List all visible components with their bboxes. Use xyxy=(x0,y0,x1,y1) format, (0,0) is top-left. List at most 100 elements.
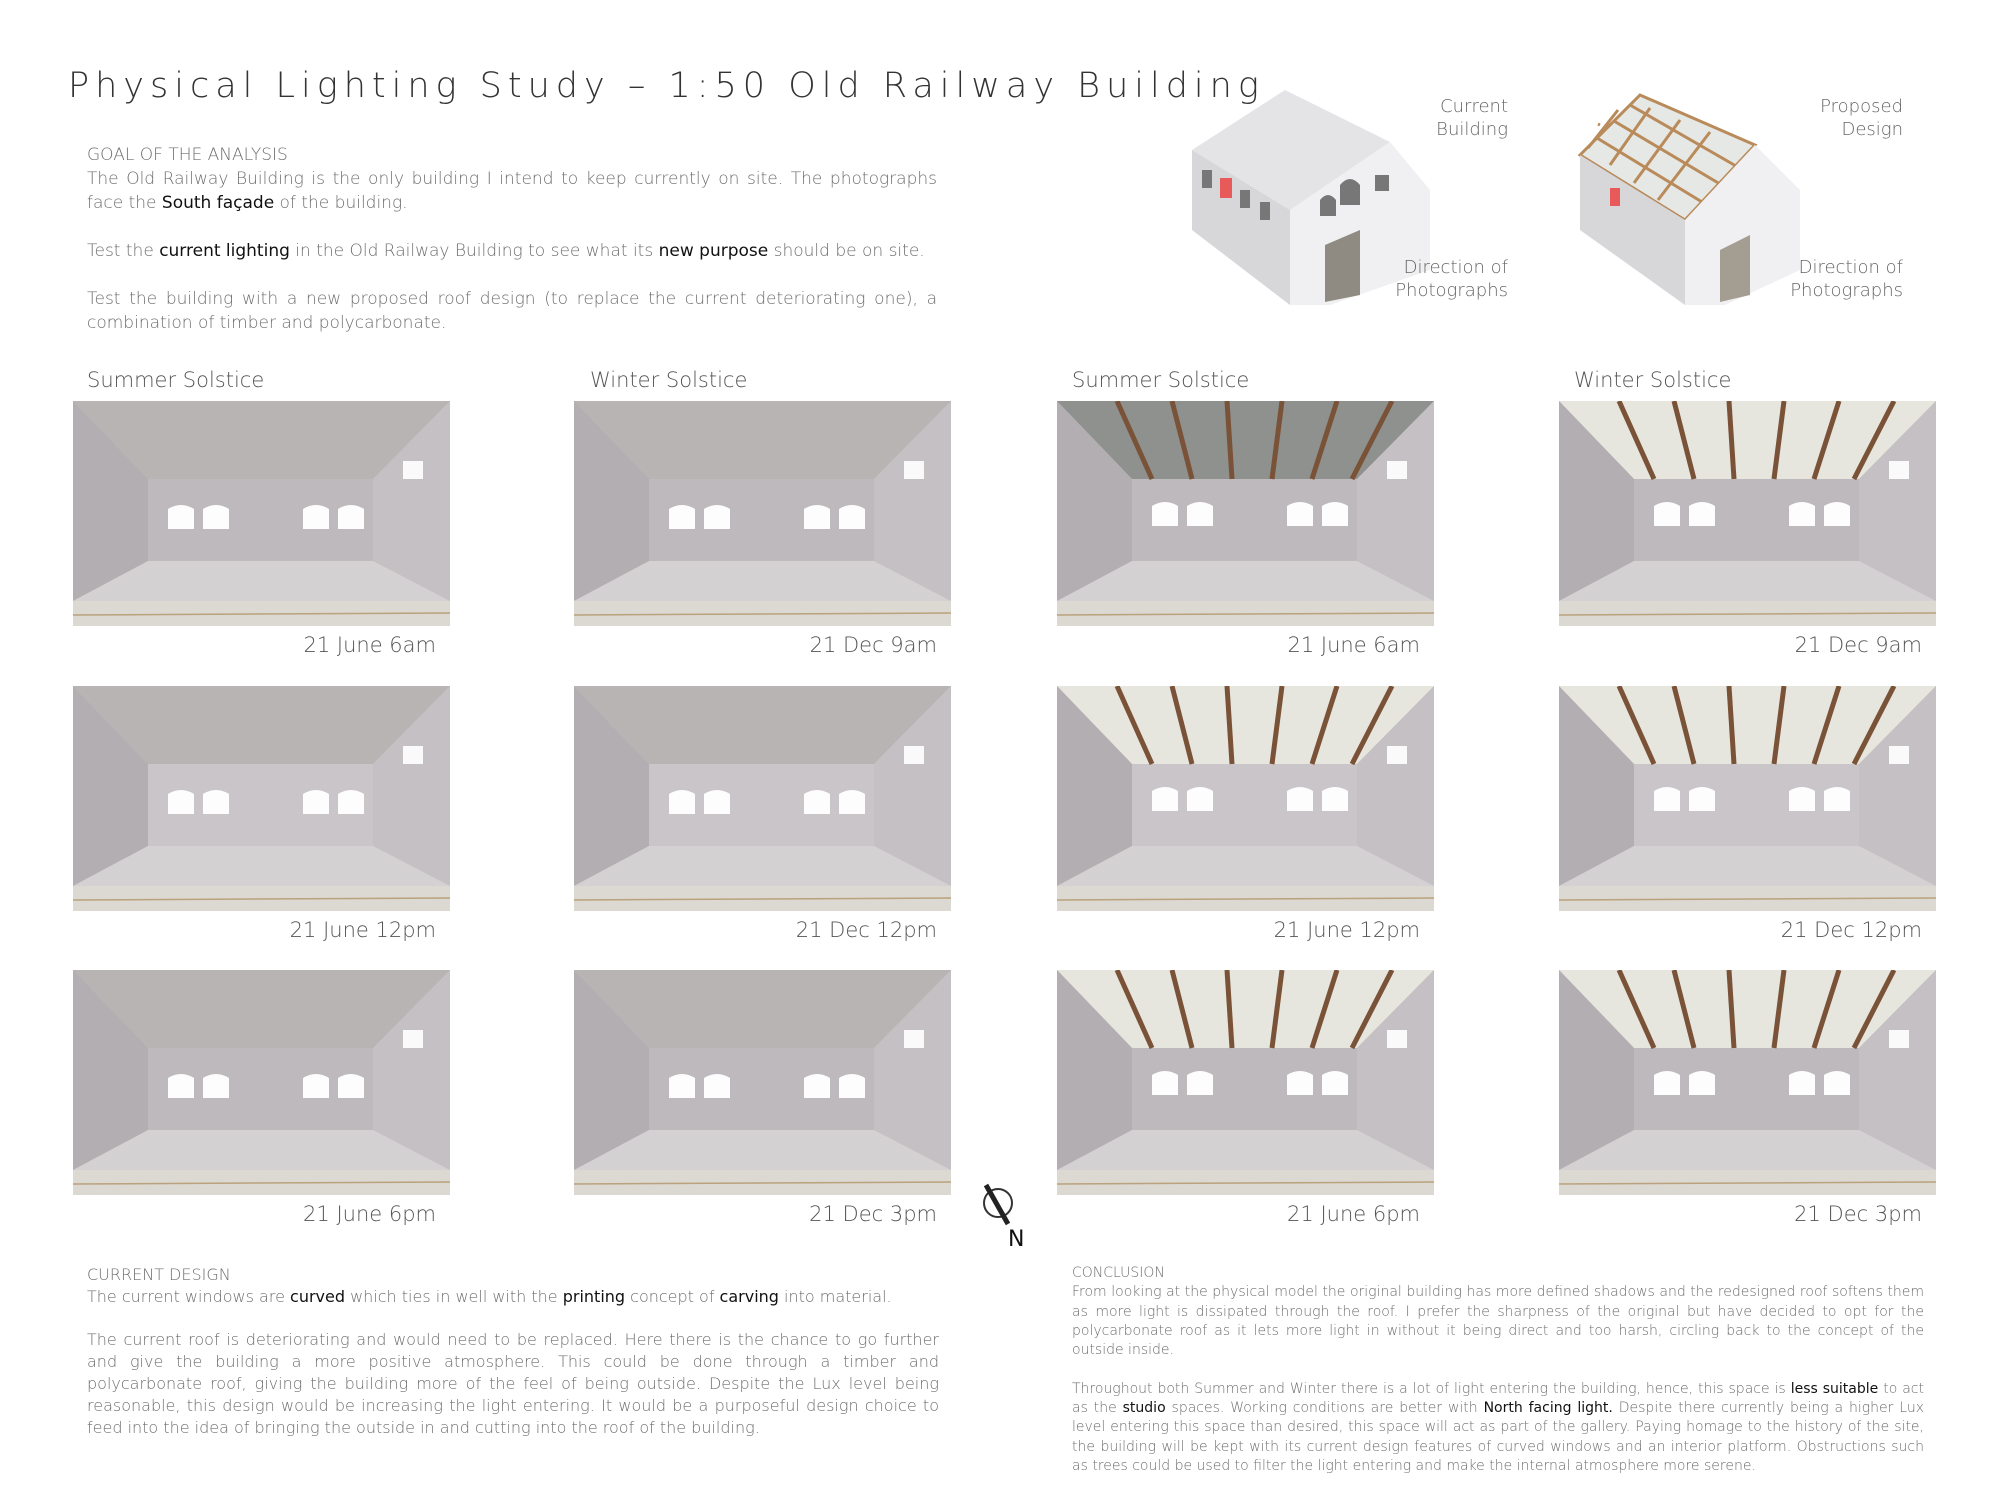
room-photo-image xyxy=(1559,401,1936,626)
side-window xyxy=(1387,746,1407,764)
conclusion-section: CONCLUSION From looking at the physical … xyxy=(1072,1264,1924,1496)
arched-window xyxy=(1824,1071,1850,1095)
timber-beam xyxy=(1309,970,1340,1049)
photo-caption: 21 June 12pm xyxy=(289,918,436,942)
floor xyxy=(574,561,951,601)
emphasis: carving xyxy=(719,1286,779,1306)
floor xyxy=(73,846,450,886)
photo-detail xyxy=(1057,897,1434,901)
arched-window xyxy=(704,790,730,814)
left-wall xyxy=(1057,970,1132,1170)
timber-beam xyxy=(1349,970,1395,1050)
text: Direction of xyxy=(1403,257,1508,278)
arched-window xyxy=(168,505,194,529)
left-wall xyxy=(574,401,649,601)
side-window xyxy=(1889,746,1909,764)
right-wall xyxy=(373,970,450,1170)
arched-window xyxy=(1824,502,1850,526)
text: Building xyxy=(1436,119,1508,140)
floor xyxy=(574,1130,951,1170)
photo-caption: 21 Dec 9am xyxy=(809,633,937,657)
current-design-paragraph-1: The current windows are curved which tie… xyxy=(87,1286,939,1308)
arched-window xyxy=(1654,787,1680,811)
emphasis: current lighting xyxy=(159,241,290,261)
timber-beam xyxy=(1349,401,1395,481)
arched-window xyxy=(1322,787,1348,811)
photo-detail xyxy=(73,612,450,616)
arched-window xyxy=(1322,1071,1348,1095)
arched-window xyxy=(1824,787,1850,811)
timber-beam xyxy=(1269,970,1285,1049)
arched-window xyxy=(168,790,194,814)
timber-beam xyxy=(1726,401,1737,480)
arched-window xyxy=(1287,1071,1313,1095)
arched-window xyxy=(203,1074,229,1098)
left-wall xyxy=(73,970,148,1170)
ceiling xyxy=(1559,401,1936,479)
room-photo-image xyxy=(574,970,951,1195)
arched-window xyxy=(338,790,364,814)
goal-heading: GOAL OF THE ANALYSIS xyxy=(87,145,288,165)
current-design-heading: CURRENT DESIGN xyxy=(87,1265,231,1284)
arched-window xyxy=(1689,1071,1715,1095)
left-wall xyxy=(1559,970,1634,1170)
conclusion-paragraph-1: From looking at the physical model the o… xyxy=(1072,1284,1924,1359)
text: Test the xyxy=(87,241,160,261)
arched-window xyxy=(839,505,865,529)
lighting-photo xyxy=(73,970,450,1195)
photo-detail xyxy=(1057,1181,1434,1185)
side-window xyxy=(1387,461,1407,479)
text: to act as the xyxy=(1072,1380,1924,1417)
room-photo-image xyxy=(1057,686,1434,911)
timber-beam xyxy=(1671,686,1697,765)
ceiling xyxy=(574,686,951,764)
timber-beam xyxy=(1771,686,1787,765)
left-wall xyxy=(73,686,148,886)
left-wall xyxy=(1559,686,1634,886)
right-wall xyxy=(1859,686,1936,886)
ceiling xyxy=(73,401,450,479)
photo-caption: 21 June 12pm xyxy=(1273,918,1420,942)
photo-detail xyxy=(1559,612,1936,616)
floor xyxy=(1057,561,1434,601)
text: Direction of xyxy=(1798,257,1903,278)
ceiling xyxy=(1057,970,1434,1048)
left-wall xyxy=(73,401,148,601)
arched-window xyxy=(1187,502,1213,526)
arched-window xyxy=(1789,1071,1815,1095)
arched-window xyxy=(168,1074,194,1098)
timber-beam xyxy=(1671,970,1697,1049)
goal-paragraph-2: Test the current lighting in the Old Rai… xyxy=(87,239,937,263)
arched-window xyxy=(303,505,329,529)
left-wall xyxy=(1057,401,1132,601)
ceiling xyxy=(1057,686,1434,764)
floor xyxy=(1559,846,1936,886)
photo-detail xyxy=(1057,612,1434,616)
room-photo-image xyxy=(1559,970,1936,1195)
floor xyxy=(1057,1130,1434,1170)
timber-beam xyxy=(1224,686,1235,765)
right-wall xyxy=(1357,970,1434,1170)
timber-beam xyxy=(1224,401,1235,480)
text: of the building. xyxy=(274,193,408,213)
timber-beam xyxy=(1671,401,1697,480)
timber-beam xyxy=(1851,686,1897,766)
emphasis: printing xyxy=(562,1286,626,1306)
side-window xyxy=(1889,1030,1909,1048)
emphasis: South façade xyxy=(161,193,275,213)
lighting-photo xyxy=(574,401,951,626)
arched-window xyxy=(839,790,865,814)
page-title: Physical Lighting Study – 1:50 Old Railw… xyxy=(68,66,1265,106)
room-photo-image xyxy=(574,401,951,626)
arched-window xyxy=(303,1074,329,1098)
side-window xyxy=(1889,461,1909,479)
timber-beam xyxy=(1616,401,1657,481)
arched-window xyxy=(203,790,229,814)
timber-beam xyxy=(1349,686,1395,766)
timber-beam xyxy=(1726,686,1737,765)
room-photo-image xyxy=(73,970,450,1195)
timber-beam xyxy=(1811,970,1842,1049)
ceiling xyxy=(1559,686,1936,764)
